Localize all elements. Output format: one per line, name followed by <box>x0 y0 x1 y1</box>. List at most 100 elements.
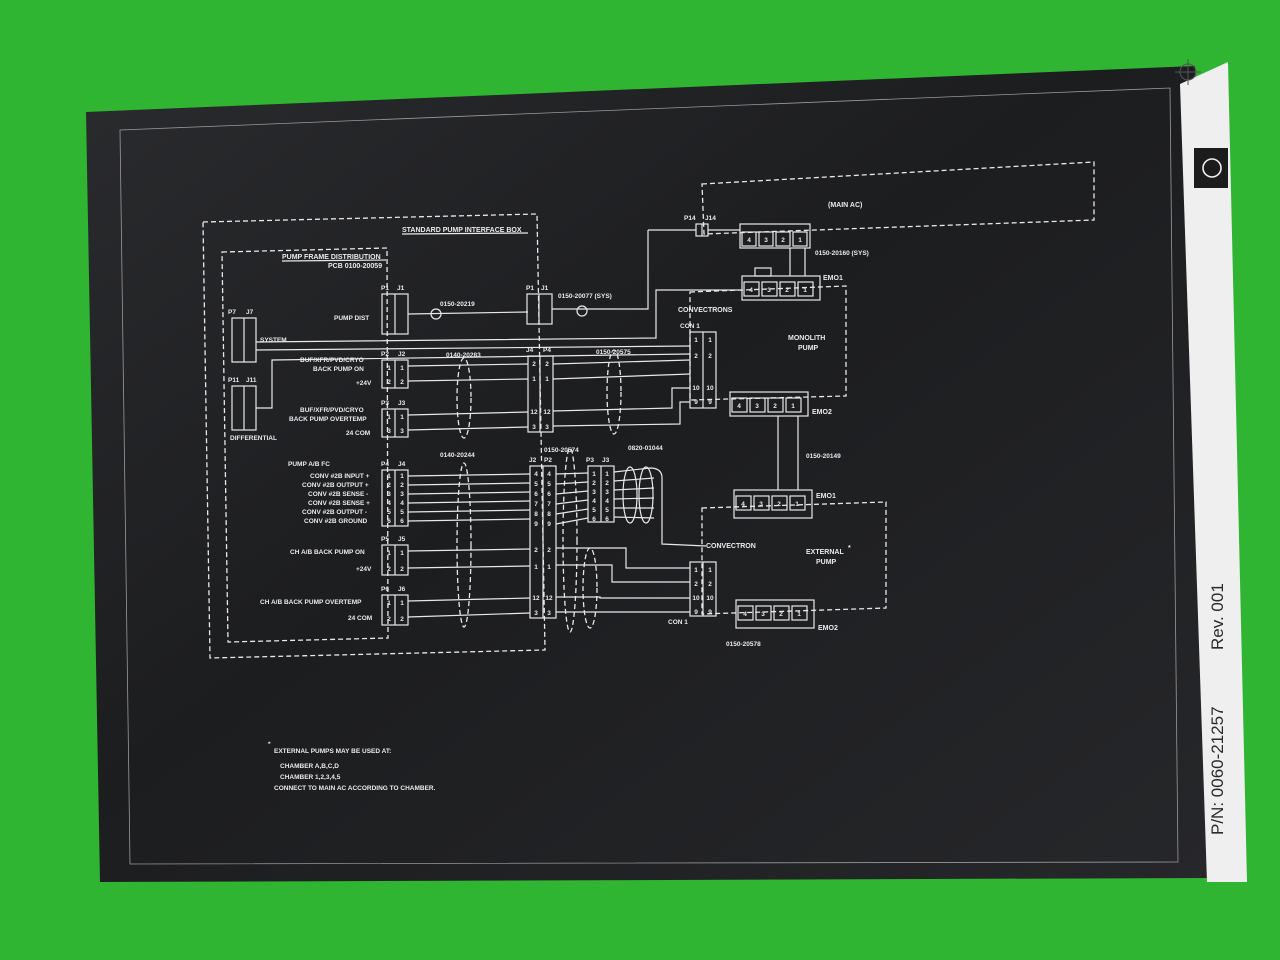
external-pump-outline <box>701 501 887 615</box>
svg-text:3: 3 <box>764 237 768 244</box>
cable-ferrite-3 <box>622 466 638 524</box>
interface-box-title-underline <box>401 232 529 235</box>
back-pump-on-line2: BACK PUMP ON <box>313 366 364 373</box>
svg-text:4: 4 <box>400 500 404 507</box>
con1-top-label: CON 1 <box>680 323 700 330</box>
svg-text:1: 1 <box>387 600 391 607</box>
pcb-title: PUMP FRAME DISTRIBUTION <box>282 254 381 261</box>
wire-bpo-2 <box>407 378 529 382</box>
p1b-label: P1 <box>526 285 534 292</box>
wire-j4-2 <box>552 373 691 380</box>
svg-text:1: 1 <box>387 550 391 557</box>
j11-label: J11 <box>246 377 257 384</box>
main-ac-outline <box>701 161 1095 235</box>
svg-text:3: 3 <box>532 424 536 431</box>
svg-text:4: 4 <box>592 498 596 505</box>
monolith-pump-line1: MONOLITH <box>788 335 825 342</box>
emo1-bottom-label: EMO1 <box>816 493 836 500</box>
svg-text:12: 12 <box>532 595 540 602</box>
wire-ch-on-1 <box>407 548 531 552</box>
svg-text:7: 7 <box>547 501 551 508</box>
svg-text:2: 2 <box>781 237 785 244</box>
p7-label: P7 <box>228 309 236 316</box>
svg-text:2: 2 <box>532 361 536 368</box>
svg-text:2: 2 <box>387 379 391 386</box>
svg-text:9: 9 <box>708 399 712 406</box>
interface-box-title: STANDARD PUMP INTERFACE BOX <box>402 227 522 234</box>
svg-text:9: 9 <box>708 609 712 616</box>
svg-text:1: 1 <box>803 287 807 294</box>
svg-text:1: 1 <box>791 403 795 410</box>
svg-text:3: 3 <box>534 610 538 617</box>
svg-text:3: 3 <box>755 403 759 410</box>
svg-text:3: 3 <box>592 489 596 496</box>
svg-text:3: 3 <box>605 489 609 496</box>
svg-text:7: 7 <box>534 501 538 508</box>
svg-text:1: 1 <box>387 473 391 480</box>
cable-sys-emo-label: 0150-20160 (SYS) <box>815 250 869 257</box>
svg-text:9: 9 <box>694 609 698 616</box>
cable-shield-20574 <box>562 447 578 633</box>
svg-text:4: 4 <box>387 500 391 507</box>
svg-text:1: 1 <box>532 376 536 383</box>
cable-20149-label: 0150-20149 <box>806 453 841 460</box>
pump-ab-fc-label: PUMP A/B FC <box>288 461 330 468</box>
title-strip <box>1180 62 1247 882</box>
svg-text:2: 2 <box>547 547 551 554</box>
svg-text:4: 4 <box>737 403 741 410</box>
sheet-border <box>119 87 1179 865</box>
svg-text:2: 2 <box>708 581 712 588</box>
svg-text:1: 1 <box>534 564 538 571</box>
p1-label: P1 <box>381 285 389 292</box>
wire-ch-ot-1 <box>407 597 531 602</box>
j2-label: J2 <box>398 351 406 358</box>
svg-text:2: 2 <box>387 616 391 623</box>
svg-text:2: 2 <box>400 482 404 489</box>
svg-text:9: 9 <box>694 399 698 406</box>
svg-text:1: 1 <box>708 337 712 344</box>
j2-to-con1-wires <box>556 547 690 613</box>
emo2-bottom-label: EMO2 <box>818 625 838 632</box>
cable-20575-label: 0150-20575 <box>596 349 631 356</box>
svg-text:1: 1 <box>387 365 391 372</box>
svg-text:6: 6 <box>605 516 609 523</box>
differential-label: DIFFERENTIAL <box>230 435 277 442</box>
wire-ot-2 <box>407 426 529 431</box>
svg-text:4: 4 <box>749 287 753 294</box>
conv-signal-6: CONV #2B GROUND <box>304 518 368 525</box>
svg-text:1: 1 <box>400 473 404 480</box>
j6-label: J6 <box>398 586 406 593</box>
con1-bottom-label: CON 1 <box>668 619 688 626</box>
svg-text:5: 5 <box>592 507 596 514</box>
svg-text:2: 2 <box>694 581 698 588</box>
svg-text:2: 2 <box>400 379 404 386</box>
svg-text:10: 10 <box>692 385 700 392</box>
plus24v-label: +24V <box>356 380 372 387</box>
p4b-label: P4 <box>381 461 389 468</box>
wire-ch-on-2 <box>407 565 531 569</box>
notes-line1: CHAMBER A,B,C,D <box>280 763 339 770</box>
ch-ab-overtemp: CH A/B BACK PUMP OVERTEMP <box>260 599 362 606</box>
conv-signal-5: CONV #2B OUTPUT - <box>302 509 367 516</box>
svg-text:4: 4 <box>547 471 551 478</box>
p5-label: P5 <box>381 536 389 543</box>
svg-text:1: 1 <box>545 376 549 383</box>
svg-text:2: 2 <box>400 566 404 573</box>
fc-bundle-wires <box>407 473 531 522</box>
notes-asterisk: * <box>268 741 271 748</box>
notes-line3: CONNECT TO MAIN AC ACCORDING TO CHAMBER. <box>274 785 436 792</box>
monolith-pump-line2: PUMP <box>798 345 819 352</box>
svg-text:3: 3 <box>400 428 404 435</box>
pcb-title-underline <box>281 259 387 262</box>
cable-20574-label: 0150-20574 <box>544 447 579 454</box>
j3-label: J3 <box>398 400 406 407</box>
svg-text:1: 1 <box>694 337 698 344</box>
cable-shield-20283 <box>456 357 472 439</box>
